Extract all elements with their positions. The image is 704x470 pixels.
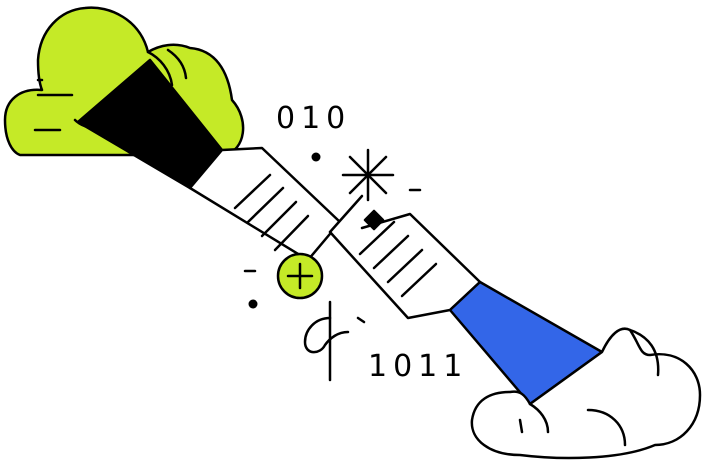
dot [248, 299, 258, 309]
connector-right-icon [328, 194, 604, 406]
sparkle-icon [341, 148, 395, 202]
connector-left-icon [76, 58, 342, 262]
binary-bottom-text: 1011 [368, 349, 468, 384]
dot [311, 152, 321, 162]
dash [356, 316, 366, 324]
plus-circle-icon [276, 252, 324, 300]
diamond-icon [363, 209, 385, 231]
binary-top-text: 010 [276, 101, 351, 136]
loop-icon [303, 300, 350, 382]
cloud-right-icon [470, 327, 702, 460]
